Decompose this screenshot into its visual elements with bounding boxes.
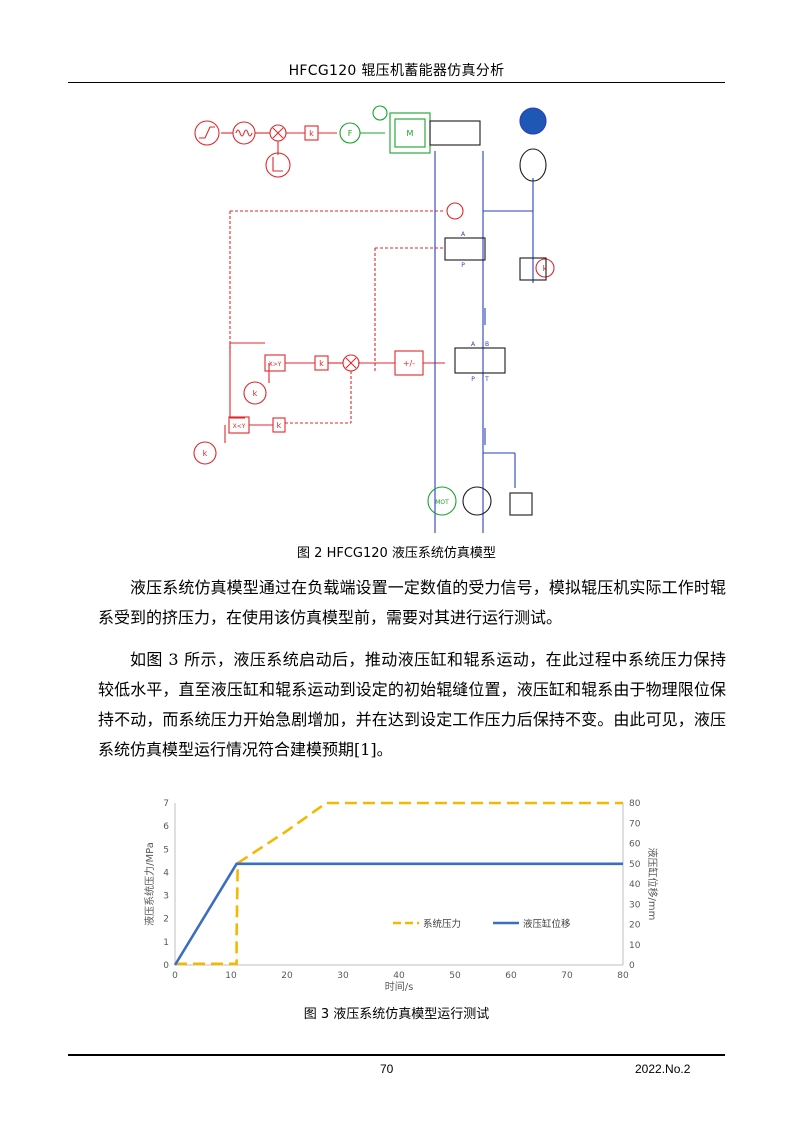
- page-number: 70: [380, 1062, 394, 1076]
- header-rule: [68, 82, 725, 83]
- constant-source-icon: [243, 381, 267, 405]
- y-tick-label: 1: [163, 938, 169, 948]
- constant-label-2: k: [203, 449, 208, 458]
- relief-valve-2: [509, 492, 533, 516]
- running-header: HFCG120 辊压机蓄能器仿真分析: [288, 63, 505, 79]
- tank-drop-icon: [519, 107, 547, 135]
- summing-junction-icon: [269, 124, 287, 142]
- pressure-signal-label: k: [543, 264, 548, 273]
- sine-source-icon: [232, 121, 256, 145]
- figure-2-caption: 图 2 HFCG120 液压系统仿真模型: [297, 546, 496, 561]
- y2-tick-label: 50: [629, 860, 641, 870]
- inverter-label: +/-: [403, 359, 415, 368]
- x-tick-label: 30: [337, 971, 349, 981]
- inverter-block: [394, 350, 424, 376]
- comparator-lt-block: [228, 416, 250, 434]
- constant-label: k: [253, 389, 258, 398]
- y2-tick-label: 80: [629, 799, 641, 809]
- y2-tick-label: 70: [629, 819, 641, 829]
- x-tick-label: 50: [449, 971, 461, 981]
- paragraph-2: 如图 3 所示，液压系统启动后，推动液压缸和辊系运动，在此过程中系统压力保持较低…: [98, 650, 726, 759]
- x-axis-label: 时间/s: [385, 980, 414, 993]
- comparator-lt-label: X<Y: [233, 423, 246, 430]
- accumulator-icon: [519, 148, 547, 182]
- force-label: F: [348, 129, 353, 138]
- gain-label-2: k: [319, 359, 324, 368]
- y2-axis-label: 液压缸位移/mm: [646, 848, 659, 921]
- y2-tick-label: 30: [629, 900, 641, 910]
- series-line-2: [173, 862, 623, 966]
- series-line-1: [175, 801, 623, 966]
- relief-valve: [519, 257, 547, 281]
- y2-tick-label: 20: [629, 921, 641, 931]
- x-tick-label: 20: [281, 971, 293, 981]
- pump-icon: [462, 486, 492, 516]
- port-p2-label: P: [471, 376, 475, 383]
- gain-block-3: [272, 417, 286, 433]
- y2-tick-label: 60: [629, 840, 641, 850]
- pressure-signal-icon: [535, 258, 555, 278]
- hydraulic-cylinder: [429, 120, 481, 146]
- x-tick-label: 80: [617, 971, 629, 981]
- y2-tick-label: 10: [629, 941, 641, 951]
- y-axis-label: 液压系统压力/MPa: [143, 842, 156, 926]
- directional-valve-2: [454, 347, 506, 374]
- port-t2-label: T: [484, 376, 489, 383]
- y-tick-label: 2: [163, 915, 169, 925]
- x-tick-label: 60: [505, 971, 517, 981]
- summing-junction-icon-2: [342, 354, 360, 372]
- legend-label-1: 系统压力: [423, 918, 461, 930]
- y2-tick-label: 40: [629, 880, 641, 890]
- figure-3-caption: 图 3 液压系统仿真模型运行测试: [303, 1007, 490, 1022]
- mass-block: [394, 118, 426, 148]
- mass-label: M: [407, 129, 414, 138]
- port-p-label: P: [461, 262, 465, 269]
- pressure-sensor-icon: [446, 202, 464, 220]
- x-tick-label: 40: [393, 971, 405, 981]
- y-tick-label: 5: [163, 845, 169, 855]
- x-tick-label: 10: [225, 971, 237, 981]
- gain-label: k: [309, 129, 314, 138]
- motor-label: MOT: [435, 499, 449, 506]
- x-tick-label: 70: [561, 971, 573, 981]
- y-tick-label: 6: [163, 822, 169, 832]
- footer-rule: [68, 1054, 725, 1056]
- paragraph-1: 液压系统仿真模型通过在负载端设置一定数值的受力信号，模拟辊压机实际工作时辊系受到…: [98, 578, 726, 627]
- y-tick-label: 0: [163, 961, 169, 971]
- motor-icon: [427, 486, 457, 516]
- hydraulic-schematic: k k k k k k X>Y X<Y +/- F M MOT A P A B …: [193, 105, 555, 533]
- port-a-label: A: [461, 231, 466, 238]
- step-source-icon: [265, 152, 291, 178]
- y-tick-label: 3: [163, 892, 169, 902]
- issue-number: 2022.No.2: [635, 1062, 691, 1076]
- constant-source-icon-2: [193, 441, 217, 465]
- mass-marker-icon: [372, 105, 388, 121]
- gain-block-2: [314, 355, 329, 371]
- comparator-gt-label: X>Y: [269, 361, 282, 368]
- ramp-source-icon: [194, 120, 220, 146]
- legend-label-2: 液压缸位移: [523, 918, 571, 930]
- x-tick-label: 0: [172, 971, 178, 981]
- port-a2-label: A: [471, 341, 476, 348]
- y-tick-label: 7: [163, 799, 169, 809]
- directional-valve-1: [444, 237, 486, 261]
- gain-block: [304, 125, 319, 141]
- y-tick-label: 4: [163, 868, 169, 878]
- y2-tick-label: 0: [629, 961, 635, 971]
- comparator-gt-block: [264, 354, 286, 372]
- gain-label-3: k: [277, 421, 282, 430]
- port-b2-label: B: [485, 341, 489, 348]
